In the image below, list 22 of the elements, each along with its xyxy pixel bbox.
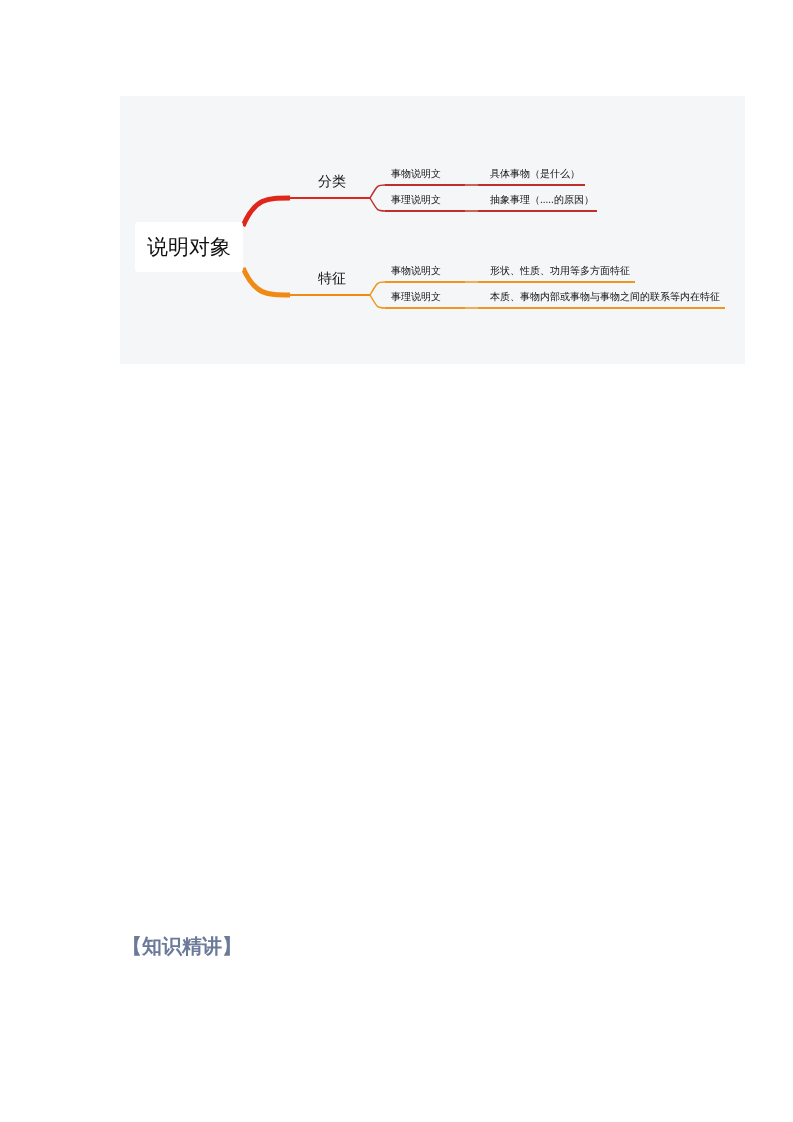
connector-line: [464, 210, 479, 212]
connector-line: [369, 184, 386, 199]
connector-line: [464, 184, 479, 186]
connector-line: [369, 294, 386, 309]
leaf-topic: 形状、性质、功用等多方面特征: [478, 263, 635, 283]
connector-line: [369, 281, 386, 296]
leaf-topic: 本质、事物内部或事物与事物之间的联系等内在特征: [478, 289, 725, 309]
connector-line: [464, 307, 479, 309]
connector-line: [240, 195, 290, 228]
section-heading: 【知识精讲】: [122, 934, 242, 959]
connector-line: [369, 197, 386, 212]
branch-topic: 特征: [290, 266, 370, 296]
root-topic-box: 说明对象: [135, 222, 243, 272]
connector-line: [464, 281, 479, 283]
subtopic: 事物说明文: [385, 166, 465, 186]
branch-topic: 分类: [290, 169, 370, 199]
subtopic: 事理说明文: [385, 289, 465, 309]
leaf-topic: 具体事物（是什么）: [478, 166, 585, 186]
leaf-topic: 抽象事理（.....的原因）: [478, 192, 597, 212]
subtopic: 事物说明文: [385, 263, 465, 283]
connector-line: [240, 266, 290, 298]
subtopic: 事理说明文: [385, 192, 465, 212]
